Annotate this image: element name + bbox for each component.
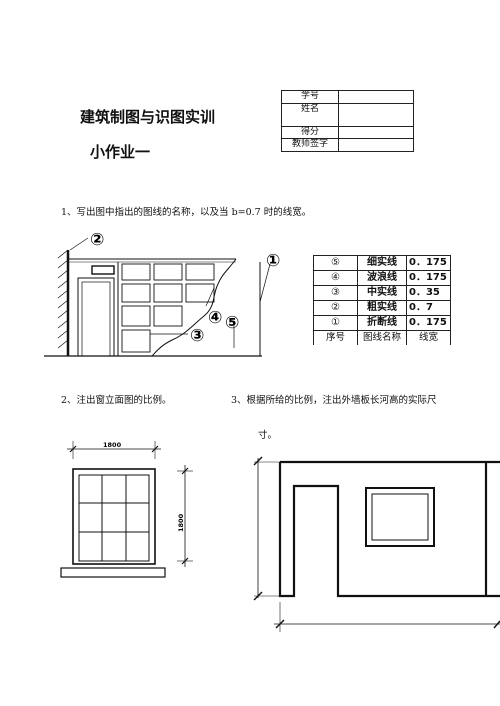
document-title: 建筑制图与识图实训	[80, 108, 216, 126]
line-no: ②	[313, 300, 358, 316]
question-1: 1、写出图中指出的图线的名称，以及当 b=0.7 时的线宽。	[61, 207, 312, 218]
height-dimension-text: 1800	[177, 513, 185, 532]
wall-hatch	[57, 249, 69, 349]
line-name: 中实线	[357, 285, 407, 301]
callout-2: ②	[90, 230, 104, 250]
student-info-table: 学号 姓名 得分 教师签字	[281, 90, 414, 152]
info-row-name: 姓名	[281, 102, 414, 127]
window-outer-frame	[72, 468, 156, 565]
line-width: 0．35	[406, 285, 451, 301]
info-value	[338, 102, 414, 127]
vent-rect	[91, 265, 115, 275]
wall-panel-drawing	[253, 456, 500, 632]
line-row: ④ 波浪线 0．175	[313, 270, 451, 286]
header-name: 图线名称	[357, 330, 407, 345]
window-inner-frame	[78, 474, 150, 562]
callout-3: ③	[190, 326, 204, 346]
line-types-table: ⑤ 细实线 0．175 ④ 波浪线 0．175 ③ 中实线 0．35 ② 粗实线…	[313, 255, 451, 345]
line-no: ⑤	[313, 255, 358, 271]
leader-4	[205, 287, 215, 307]
callout-5: ⑤	[225, 313, 239, 333]
panel-window-outer	[365, 487, 435, 547]
line-no: ③	[313, 285, 358, 301]
info-value	[338, 125, 414, 139]
line-name: 细实线	[357, 255, 407, 271]
document-subtitle: 小作业一	[90, 143, 151, 161]
line-width: 0．175	[406, 270, 451, 286]
question-3-line-1: 3、根据所给的比例，注出外墙板长河高的实际尺	[231, 395, 437, 406]
line-no: ①	[313, 315, 358, 331]
info-value	[338, 90, 414, 104]
info-label: 姓名	[281, 102, 339, 127]
info-value	[338, 138, 414, 152]
leader-1	[259, 263, 271, 303]
line-width: 0．175	[406, 315, 451, 331]
line-table-header: 序号 图线名称 线宽	[313, 330, 451, 345]
info-label: 得分	[281, 125, 339, 139]
question-2: 2、注出窗立面图的比例。	[61, 395, 172, 406]
window-elevation-drawing: 1800 1800	[60, 441, 193, 578]
callout-4: ④	[208, 308, 222, 328]
line-width: 0．7	[406, 300, 451, 316]
line-name: 粗实线	[357, 300, 407, 316]
panel-window-inner	[371, 493, 429, 541]
line-row: ⑤ 细实线 0．175	[313, 255, 451, 271]
info-label: 学号	[281, 90, 339, 104]
info-row-score: 得分	[281, 125, 414, 139]
panel-outline	[278, 460, 500, 598]
width-dimension-text: 1800	[103, 441, 122, 449]
door-outer	[77, 277, 115, 357]
header-width: 线宽	[406, 330, 451, 345]
line-name: 波浪线	[357, 270, 407, 286]
info-row-teacher-signature: 教师签字	[281, 138, 414, 152]
door-inner	[81, 281, 111, 357]
header-no: 序号	[313, 330, 358, 345]
line-row: ② 粗实线 0．7	[313, 300, 451, 316]
line-width: 0．175	[406, 255, 451, 271]
line-row: ① 折断线 0．175	[313, 315, 451, 331]
line-name: 折断线	[357, 315, 407, 331]
line-row: ③ 中实线 0．35	[313, 285, 451, 301]
line-no: ④	[313, 270, 358, 286]
info-label: 教师签字	[281, 138, 339, 152]
question-3-line-2: 寸。	[258, 430, 278, 441]
wall-elevation-drawing: ② ① ④ ③ ⑤	[44, 230, 280, 357]
wavy-break-line	[151, 258, 237, 357]
callout-1: ①	[266, 251, 280, 271]
leader-2	[69, 237, 89, 251]
window-sill	[60, 567, 166, 578]
window-panel-grid	[121, 263, 215, 353]
info-row-student-id: 学号	[281, 90, 414, 104]
